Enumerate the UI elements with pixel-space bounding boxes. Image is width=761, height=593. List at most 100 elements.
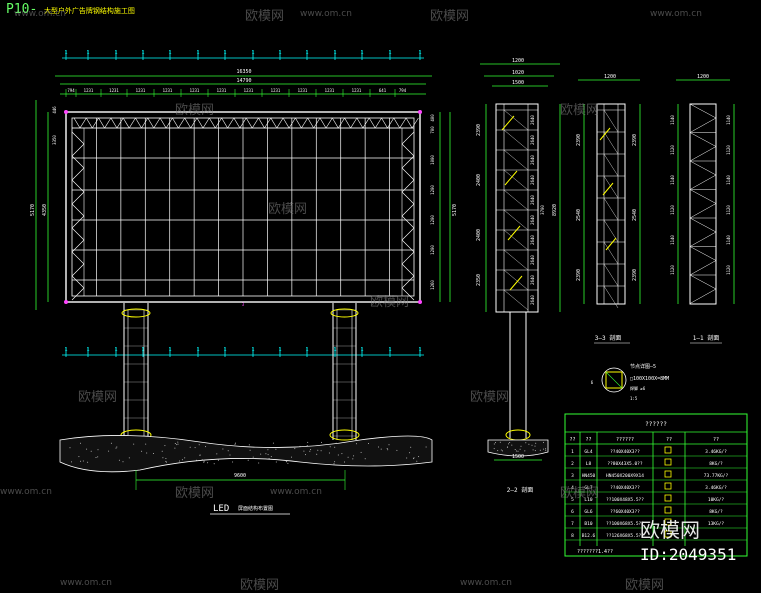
concrete-speck (203, 462, 204, 463)
left-dimension: 4350 (42, 204, 48, 216)
truss-diagonal (259, 118, 265, 128)
concrete-speck (396, 450, 397, 451)
truss-diagonal (375, 118, 381, 128)
section2-member-label: 2640 (530, 195, 535, 205)
watermark-brand: 欧模网 (240, 574, 279, 593)
concrete-speck (180, 462, 181, 463)
concrete-speck (267, 449, 268, 450)
concrete-speck (502, 450, 503, 451)
section1-side-dim: 1120 (726, 265, 731, 275)
truss-diagonal (209, 118, 215, 128)
table-header: ?????? (616, 437, 634, 443)
truss-diagonal (301, 118, 307, 128)
watermark-logo: 欧模网 (640, 514, 700, 543)
concrete-speck (141, 451, 142, 452)
truss-diagonal (154, 118, 160, 128)
watermark-brand: 欧模网 (625, 574, 664, 593)
axis-label: 1 (333, 50, 336, 56)
truss-diagonal (308, 118, 314, 128)
concrete-speck (116, 447, 117, 448)
table-profile-icon (665, 507, 671, 513)
truss-diagonal (246, 118, 252, 128)
truss-diagonal (382, 118, 388, 128)
section3-brace (604, 264, 618, 286)
table-profile-icon (665, 459, 671, 465)
section2-brace (504, 230, 528, 250)
side-truss (72, 216, 84, 228)
table-title: ?????? (645, 421, 667, 428)
watermark-brand: 欧模网 (560, 482, 599, 501)
concrete-speck (196, 460, 197, 461)
concrete-speck (365, 458, 366, 459)
section1-brace (690, 275, 716, 289)
corner-marker (418, 300, 422, 304)
concrete-speck (153, 453, 154, 454)
concrete-speck (520, 449, 521, 450)
concrete-speck (348, 457, 349, 458)
view-caption-en: LED (213, 504, 229, 514)
concrete-speck (250, 450, 251, 451)
concrete-speck (494, 448, 495, 449)
concrete-speck (540, 450, 541, 451)
truss-diagonal (123, 118, 129, 128)
section1-brace (690, 232, 716, 247)
axis-label: 1 (278, 50, 281, 56)
concrete-speck (291, 457, 292, 458)
table-cell: GL4 (584, 449, 592, 455)
concrete-speck (80, 443, 81, 444)
section1-brace (690, 218, 716, 232)
concrete-speck (535, 446, 536, 447)
detail-spec: □100X100X=8MM (630, 376, 669, 382)
truss-diagonal (357, 118, 363, 128)
side-truss (72, 288, 84, 300)
concrete-speck (307, 442, 308, 443)
concrete-speck (260, 454, 261, 455)
bay-dimension: 1231 (352, 88, 362, 93)
concrete-speck (123, 461, 124, 462)
right-dimension: 1200 (430, 215, 435, 225)
side-truss (72, 264, 84, 276)
watermark-site: www.om.cn (0, 487, 52, 497)
post-top-connection (331, 309, 358, 317)
watermark-brand: 欧模网 (78, 386, 117, 405)
axis-label: 1 (360, 347, 363, 353)
section2-brace (504, 270, 528, 290)
axis-label: 1 (114, 347, 117, 353)
truss-diagonal (148, 118, 154, 128)
section2-member-label: 2640 (530, 275, 535, 285)
frame-width-label: 14790 (236, 78, 251, 84)
concrete-speck (361, 452, 362, 453)
section1-brace (690, 261, 716, 276)
concrete-speck (108, 451, 109, 452)
section2-dim: 1500 (512, 80, 524, 86)
bay-dimension: 1231 (109, 88, 119, 93)
axis-label: 1 (305, 50, 308, 56)
concrete-speck (175, 443, 176, 444)
concrete-speck (248, 460, 249, 461)
concrete-speck (524, 450, 525, 451)
concrete-speck (507, 447, 508, 448)
watermark-brand: 欧模网 (245, 5, 284, 24)
concrete-speck (70, 447, 71, 448)
side-truss (402, 132, 414, 144)
table-cell: ??100X68X5.5?? (606, 521, 644, 527)
concrete-speck (543, 449, 544, 450)
section3-dim: 1200 (604, 74, 616, 80)
section3-side-dim: 2540 (576, 209, 582, 221)
concrete-speck (494, 444, 495, 445)
watermark-site: www.om.cn (650, 9, 702, 19)
concrete-speck (316, 454, 317, 455)
bay-dimension: 1231 (190, 88, 200, 93)
concrete-speck (381, 449, 382, 450)
section1-brace (690, 133, 716, 147)
concrete-speck (165, 458, 166, 459)
truss-diagonal (178, 118, 184, 128)
truss-diagonal (271, 118, 277, 128)
concrete-speck (202, 459, 203, 460)
section2-member-label: 2640 (530, 235, 535, 245)
section3-brace (604, 154, 618, 176)
left-dimension: 5170 (30, 204, 36, 216)
truss-diagonal (363, 118, 369, 128)
concrete-speck (162, 457, 163, 458)
concrete-speck (258, 463, 259, 464)
